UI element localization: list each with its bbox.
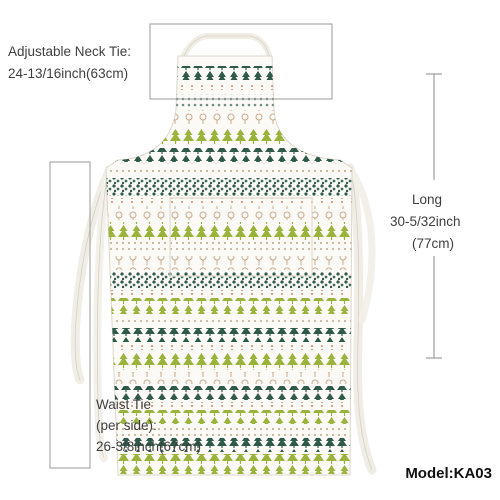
- waist-tie-callout-box: [49, 161, 91, 469]
- waist-tie-label: Waist Tie: [96, 397, 152, 412]
- length-inch-value: 30-5/32inch: [390, 214, 461, 229]
- waist-tie-note: (per side):: [96, 418, 157, 433]
- neck-tie-callout-box: [149, 23, 333, 100]
- model-number: Model:KA03: [405, 465, 492, 482]
- apron-pocket: [169, 197, 313, 277]
- neck-tie-label: Adjustable Neck Tie:: [8, 44, 132, 59]
- waist-tie-value: 26-3/8inch(67cm): [96, 439, 202, 454]
- length-cm-value: (77cm): [412, 236, 455, 251]
- neck-tie-value: 24-13/16inch(63cm): [8, 66, 129, 81]
- length-label: Long: [412, 192, 443, 207]
- length-measure-line: [426, 73, 442, 359]
